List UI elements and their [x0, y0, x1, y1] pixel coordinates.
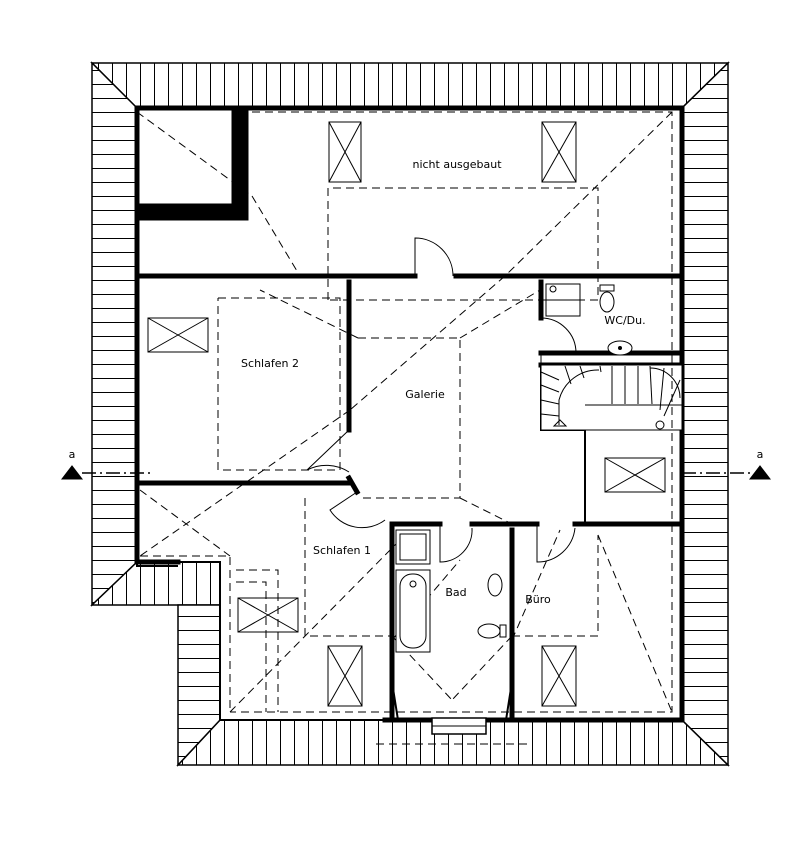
skylight: [147, 317, 209, 353]
label-attic: nicht ausgebaut: [412, 158, 502, 171]
roof-outlines: [136, 111, 673, 745]
skylight: [237, 597, 299, 633]
chimney: [136, 107, 249, 221]
label-bedroom1: Schlafen 1: [313, 544, 371, 557]
skylight: [541, 645, 577, 707]
staircase: [540, 364, 683, 431]
label-office: Büro: [525, 593, 551, 606]
label-bedroom2: Schlafen 2: [241, 357, 299, 370]
section-marker-left: a: [69, 448, 76, 461]
wc-fixtures: [545, 283, 633, 356]
label-bath: Bad: [445, 586, 466, 599]
skylight: [328, 121, 362, 183]
section-marker-right: a: [757, 448, 764, 461]
label-gallery: Galerie: [405, 388, 445, 401]
bath-fixtures: [395, 529, 507, 653]
skylight: [541, 121, 577, 183]
skylights: [147, 121, 666, 707]
skylight: [604, 457, 666, 493]
room-labels: nicht ausgebaut Schlafen 2 Galerie WC/Du…: [69, 158, 764, 606]
label-wc: WC/Du.: [604, 314, 645, 327]
skylight: [327, 645, 363, 707]
section-line: [60, 465, 772, 480]
